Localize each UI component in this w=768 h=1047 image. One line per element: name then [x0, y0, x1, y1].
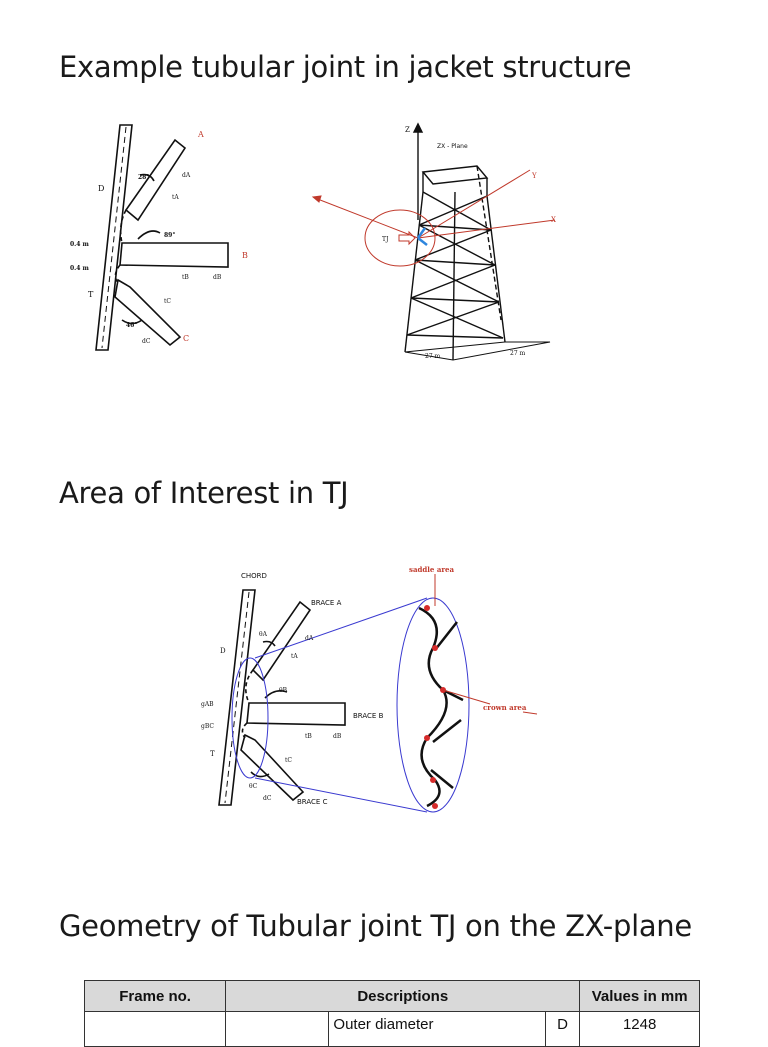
- fig1-angle-b: 89°: [164, 232, 175, 239]
- cell-spacer: [225, 1011, 330, 1047]
- fig3-theta-b: θB: [279, 687, 288, 694]
- header-frame-no: Frame no.: [83, 980, 227, 1012]
- fig1-angle-c: 46°: [126, 322, 137, 329]
- fig1-da: dA: [182, 172, 191, 179]
- fig1-label-d: D: [98, 184, 104, 193]
- fig2-width1: 27 m: [425, 353, 441, 360]
- fig3-tb: tB: [305, 733, 312, 740]
- fig1-label-b: B: [242, 251, 248, 260]
- fig1-gap2: 0.4 m: [70, 265, 90, 272]
- fig1-gap1: 0.4 m: [70, 241, 90, 248]
- fig1-tc: tC: [164, 298, 171, 305]
- fig3-brace-a: BRACE A: [311, 599, 342, 607]
- fig1-db: dB: [213, 274, 222, 281]
- fig3-chord: CHORD: [241, 572, 267, 580]
- fig3-db: dB: [333, 733, 342, 740]
- cell-symbol: D: [544, 1011, 581, 1047]
- fig3-da: dA: [305, 635, 314, 642]
- fig3-theta-a: θA: [259, 631, 268, 638]
- fig1-ta: tA: [172, 194, 179, 201]
- fig1-tb: tB: [182, 274, 189, 281]
- fig2-plane: ZX - Plane: [437, 143, 468, 150]
- fig3-ta: tA: [291, 653, 298, 660]
- fig3-brace-c: BRACE C: [297, 798, 328, 806]
- fig2-tj: TJ: [382, 236, 389, 243]
- fig3-theta-c: θC: [249, 783, 258, 790]
- fig3-tc: tC: [285, 757, 292, 764]
- fig1-dc: dC: [142, 338, 151, 345]
- heading-area: Area of Interest in TJ: [59, 476, 349, 510]
- header-descriptions: Descriptions: [225, 980, 581, 1012]
- geometry-table: Frame no. Descriptions Values in mm Oute…: [83, 980, 700, 1047]
- fig3-saddle: saddle area: [409, 565, 454, 574]
- fig1-label-a: A: [197, 130, 204, 139]
- fig3-gbc: gBC: [201, 723, 214, 730]
- fig3-d: D: [220, 647, 226, 655]
- jacket-structure-figure: Z Y X ZX - Plane TJ 27 m 27 m: [311, 122, 556, 361]
- tubular-joint-figure: A B C D T dA tA tB dB tC dC 28° 89° 46° …: [70, 124, 248, 351]
- fig2-axis-x: X: [551, 216, 556, 224]
- heading-example: Example tubular joint in jacket structur…: [59, 50, 632, 84]
- fig1-label-t: T: [88, 290, 94, 299]
- fig3-t: T: [210, 750, 215, 758]
- fig3-crown: crown area: [483, 703, 527, 712]
- fig1-angle-a: 28°: [138, 174, 149, 181]
- fig3-gab: gAB: [201, 701, 214, 708]
- fig3-dc: dC: [263, 795, 272, 802]
- fig2-axis-y: Y: [531, 172, 537, 180]
- cell-value: 1248: [579, 1011, 700, 1047]
- fig3-brace-b: BRACE B: [353, 712, 384, 720]
- cell-frame: [83, 1011, 227, 1047]
- header-values: Values in mm: [579, 980, 700, 1012]
- table-row: Outer diameter D 1248: [83, 1011, 700, 1047]
- cell-description: Outer diameter: [328, 1011, 546, 1047]
- area-of-interest-figure: CHORD BRACE A BRACE B BRACE C saddle are…: [201, 565, 538, 813]
- fig2-axis-z: Z: [405, 126, 410, 134]
- fig2-width2: 27 m: [510, 350, 526, 357]
- heading-geometry: Geometry of Tubular joint TJ on the ZX-p…: [59, 909, 692, 943]
- fig1-label-c: C: [183, 334, 189, 343]
